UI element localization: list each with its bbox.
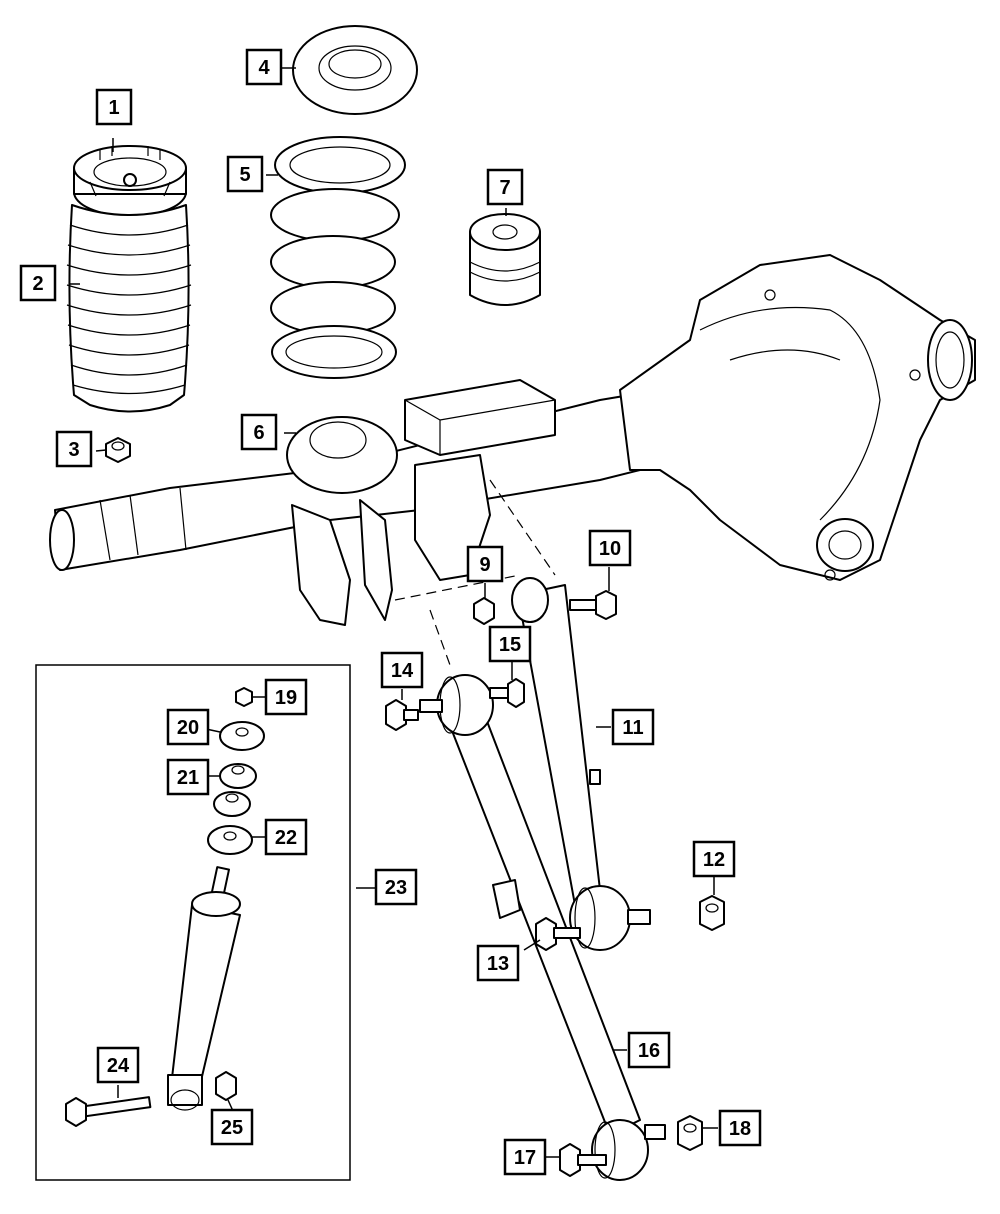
jounce-bumper xyxy=(469,213,541,306)
nut-12 xyxy=(699,895,725,931)
callout-18: 18 xyxy=(718,1109,762,1147)
callout-2: 2 xyxy=(19,264,57,302)
svg-text:14: 14 xyxy=(391,660,414,682)
svg-text:18: 18 xyxy=(729,1118,751,1140)
leader-lines xyxy=(70,67,718,1158)
upper-control-arm xyxy=(511,577,651,951)
air-spring-bellows xyxy=(66,204,192,413)
svg-text:4: 4 xyxy=(258,57,270,79)
svg-text:24: 24 xyxy=(107,1055,130,1077)
svg-text:10: 10 xyxy=(599,538,621,560)
svg-text:1: 1 xyxy=(108,97,119,119)
coil-spring xyxy=(270,136,406,379)
callout-1: 1 xyxy=(95,88,133,126)
svg-text:16: 16 xyxy=(638,1040,660,1062)
bolt-15 xyxy=(489,678,525,708)
callout-24: 24 xyxy=(96,1046,140,1084)
spring-isolator xyxy=(292,25,418,115)
nut-25 xyxy=(215,1071,237,1101)
svg-text:23: 23 xyxy=(385,877,407,899)
shock-bushing-21 xyxy=(219,763,257,789)
lower-control-arm xyxy=(419,674,666,1181)
shock-absorber xyxy=(167,866,241,1111)
bolt-10 xyxy=(569,590,617,620)
svg-text:6: 6 xyxy=(253,422,264,444)
callout-9: 9 xyxy=(466,545,504,583)
callout-7: 7 xyxy=(486,168,524,206)
nut-14 xyxy=(385,699,419,731)
callout-14: 14 xyxy=(380,651,424,689)
callout-3: 3 xyxy=(55,430,93,468)
callout-20: 20 xyxy=(166,708,210,746)
callout-4: 4 xyxy=(245,48,283,86)
callout-22: 22 xyxy=(264,818,308,856)
svg-text:17: 17 xyxy=(514,1147,536,1169)
nut-3 xyxy=(105,437,131,463)
callout-13: 13 xyxy=(476,944,520,982)
rear-axle-housing xyxy=(49,254,976,626)
callout-19: 19 xyxy=(264,678,308,716)
callout-6: 6 xyxy=(240,413,278,451)
shock-washer-20 xyxy=(219,721,265,751)
callout-23: 23 xyxy=(374,868,418,906)
svg-text:25: 25 xyxy=(221,1117,243,1139)
shock-washer-22 xyxy=(207,825,253,855)
callout-21: 21 xyxy=(166,758,210,796)
bolt-17 xyxy=(559,1143,607,1177)
air-spring-upper-mount xyxy=(73,138,187,217)
svg-text:13: 13 xyxy=(487,953,509,975)
callout-11: 11 xyxy=(611,708,655,746)
callout-25: 25 xyxy=(210,1108,254,1146)
bolt-24 xyxy=(65,1096,152,1127)
svg-text:20: 20 xyxy=(177,717,199,739)
svg-text:9: 9 xyxy=(479,554,490,576)
svg-text:11: 11 xyxy=(622,717,643,739)
svg-text:2: 2 xyxy=(32,273,43,295)
shock-bushing-lower xyxy=(213,791,251,817)
bolt-13 xyxy=(535,917,581,951)
shock-kit-box xyxy=(35,664,351,1181)
nut-18 xyxy=(677,1115,703,1151)
bolt-9 xyxy=(473,597,495,625)
callout-5: 5 xyxy=(226,155,264,193)
shock-nut-19 xyxy=(235,687,253,707)
callout-17: 17 xyxy=(503,1138,547,1176)
callout-15: 15 xyxy=(488,625,532,663)
svg-text:12: 12 xyxy=(703,849,725,871)
callout-16: 16 xyxy=(627,1031,671,1069)
svg-text:19: 19 xyxy=(275,687,297,709)
svg-text:3: 3 xyxy=(68,439,79,461)
svg-text:21: 21 xyxy=(177,767,199,789)
svg-text:5: 5 xyxy=(239,164,250,186)
svg-text:22: 22 xyxy=(275,827,297,849)
callout-12: 12 xyxy=(692,840,736,878)
callout-10: 10 xyxy=(588,529,632,567)
svg-text:15: 15 xyxy=(499,634,521,656)
svg-text:7: 7 xyxy=(499,177,510,199)
